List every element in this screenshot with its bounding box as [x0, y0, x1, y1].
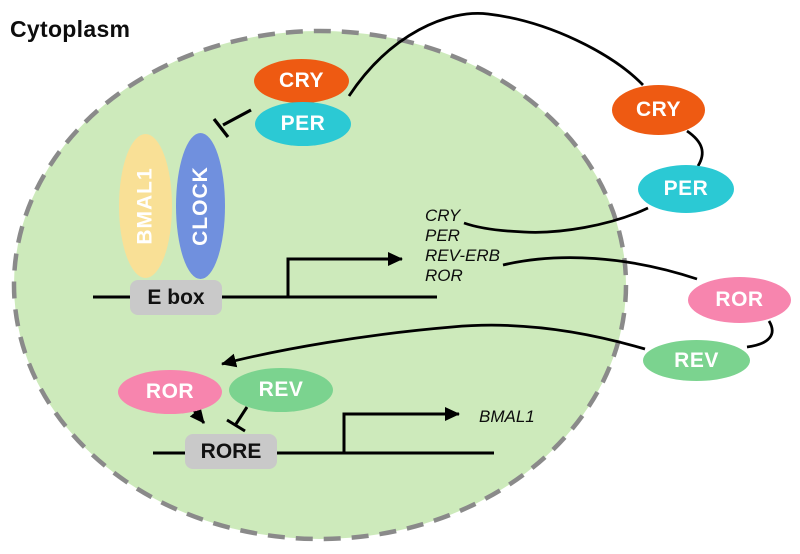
node-cry-nuclear-label: CRY [278, 69, 325, 92]
node-clock: CLOCK [176, 133, 225, 279]
node-ror-cytoplasmic: ROR [688, 277, 791, 323]
ebox-label: E box [147, 285, 205, 309]
node-per-nuclear: PER [255, 102, 351, 146]
rore-transcription-arrow [342, 407, 460, 453]
crper-inhibition-tbar-icon [212, 118, 230, 138]
node-ror-nuclear-label: ROR [145, 380, 195, 403]
ebox-transcription-arrow [286, 252, 403, 297]
node-ror-nuclear: ROR [118, 370, 222, 414]
rev-inhibition-tbar-icon [226, 418, 246, 433]
rore-element: RORE [185, 434, 277, 469]
node-per-cytoplasmic: PER [638, 165, 734, 213]
node-bmal1-label: BMAL1 [133, 167, 157, 245]
node-bmal1: BMAL1 [119, 134, 172, 278]
ebox-element: E box [130, 280, 222, 315]
node-ror-cytoplasmic-label: ROR [715, 288, 764, 311]
node-cry-nuclear: CRY [254, 59, 349, 103]
node-cry-cytoplasmic-label: CRY [635, 98, 682, 121]
ebox-transcript-list: CRY PER REV-ERB ROR [425, 206, 500, 286]
transcript-cry: CRY [425, 206, 461, 225]
transcript-rev-erb: REV-ERB [425, 246, 500, 265]
node-rev-nuclear-label: REV [258, 378, 304, 401]
transcript-per: PER [425, 226, 460, 245]
transcript-ror: ROR [425, 266, 463, 285]
crper-inhibition-line [222, 108, 252, 127]
rore-transcript-bmal1: BMAL1 [479, 407, 535, 426]
rore-label: RORE [200, 439, 262, 463]
reverb-ror-mrna-curve [502, 256, 698, 281]
cytoplasm-label: Cytoplasm [10, 16, 131, 42]
cry-per-link-curve [686, 129, 704, 167]
node-cry-cytoplasmic: CRY [612, 85, 705, 135]
ror-rev-link-curve [746, 320, 774, 349]
node-clock-label: CLOCK [188, 166, 212, 246]
node-rev-nuclear: REV [229, 368, 333, 412]
rev-ror-import-arrow [221, 323, 646, 368]
node-per-cytoplasmic-label: PER [663, 177, 709, 200]
node-rev-cytoplasmic: REV [643, 340, 750, 381]
rev-inhibition-line [234, 406, 249, 425]
cryper-mrna-curve [463, 206, 649, 234]
node-per-nuclear-label: PER [280, 112, 326, 135]
node-rev-cytoplasmic-label: REV [674, 348, 719, 372]
crper-export-curve [347, 12, 644, 97]
